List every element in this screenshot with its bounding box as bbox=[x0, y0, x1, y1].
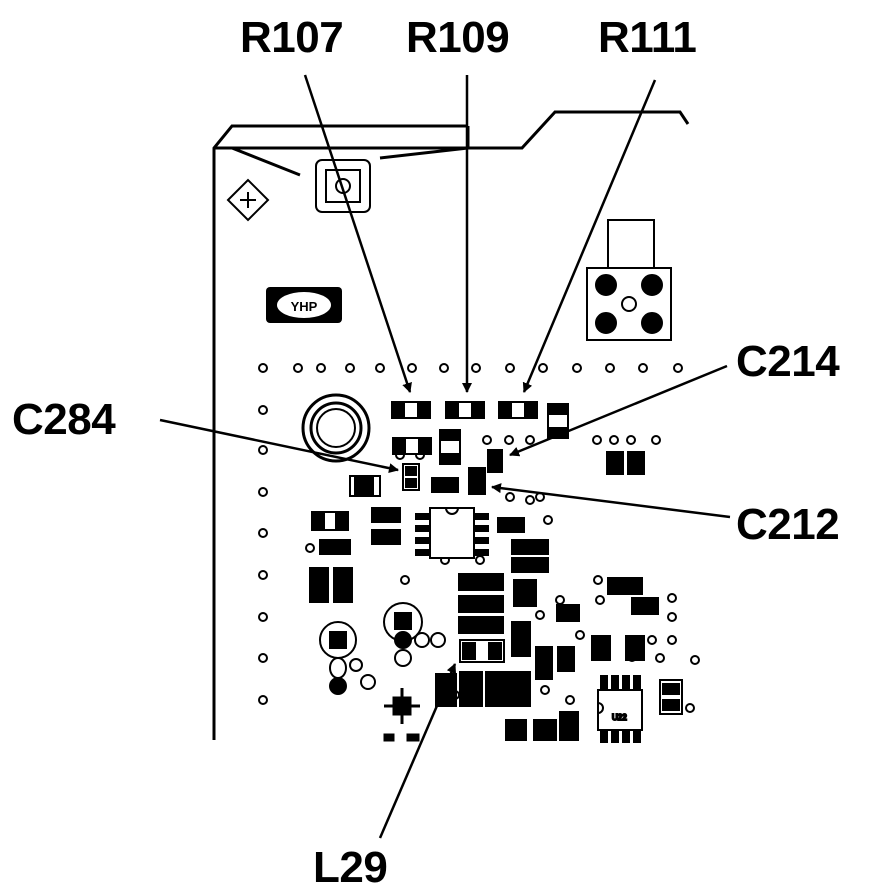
central-ic bbox=[415, 507, 489, 559]
callout-r111: R111 bbox=[598, 13, 696, 62]
rf-connector bbox=[586, 219, 672, 341]
leader-lines bbox=[159, 74, 731, 839]
diamond-mount-icon bbox=[226, 178, 270, 222]
u22-label: U22 bbox=[612, 713, 627, 722]
callout-c284: C284 bbox=[12, 395, 116, 444]
round-pads bbox=[319, 602, 446, 695]
u22-ic: U22 bbox=[597, 675, 643, 743]
resistor-row bbox=[391, 401, 569, 465]
callout-r107: R107 bbox=[240, 13, 343, 62]
star-pad-icon bbox=[383, 688, 420, 742]
large-ring-pad bbox=[301, 393, 371, 463]
callout-c212: C212 bbox=[736, 500, 839, 549]
via-holes bbox=[258, 363, 700, 713]
yhp-logo: YHP bbox=[266, 287, 342, 323]
callout-c214: C214 bbox=[736, 337, 840, 386]
board-outline bbox=[212, 110, 690, 740]
callout-r109: R109 bbox=[406, 13, 509, 62]
small-components bbox=[309, 449, 683, 741]
logo-text: YHP bbox=[291, 299, 318, 314]
callout-l29: L29 bbox=[313, 843, 387, 890]
